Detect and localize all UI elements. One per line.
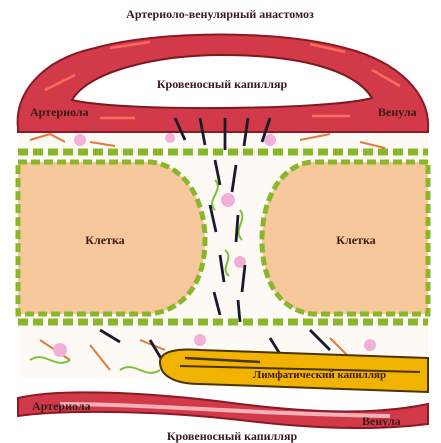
cell-right-label: Клетка — [336, 233, 375, 247]
arteriole-bottom-label: Артериола — [32, 399, 91, 413]
top-caption: Артериоло-венулярный анастомоз — [126, 7, 314, 21]
bottom-caption: Кровеносный капилляр — [167, 429, 298, 443]
capillary-top-label: Кровеносный капилляр — [157, 77, 288, 91]
venule-top-label: Венула — [378, 105, 417, 119]
venule-bottom-label: Венула — [362, 414, 401, 428]
cell-left-label: Клетка — [85, 233, 124, 247]
arteriole-top-label: Артериола — [30, 105, 89, 119]
lymph-capillary-label: Лимфатический капилляр — [253, 369, 386, 381]
